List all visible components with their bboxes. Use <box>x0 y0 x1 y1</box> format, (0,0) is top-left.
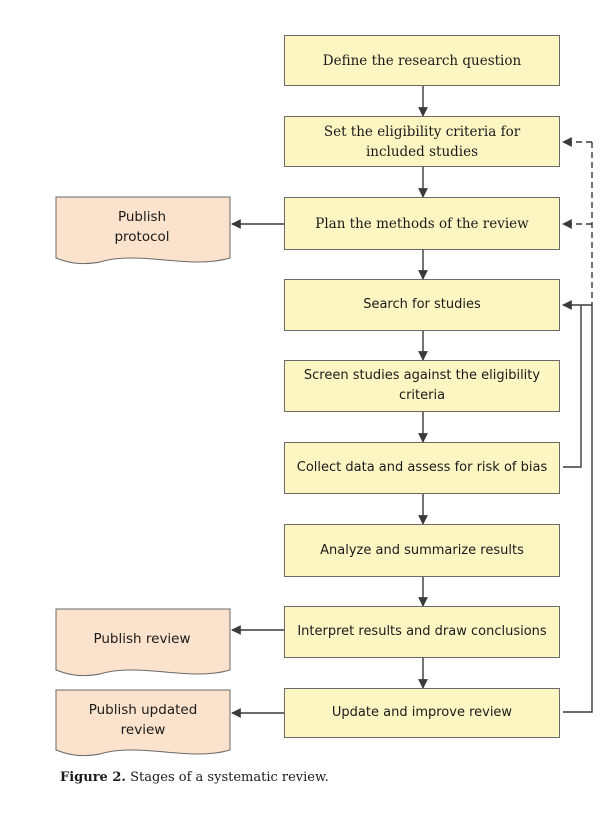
stage-interpret-results: Interpret results and draw conclusions <box>284 606 560 658</box>
figure-caption: Figure 2. Stages of a systematic review. <box>60 770 329 785</box>
figure-label: Figure 2. <box>60 770 126 785</box>
stage-collect-data: Collect data and assess for risk of bias <box>284 442 560 494</box>
stage-eligibility-criteria: Set the eligibility criteria for include… <box>284 116 560 167</box>
stage-analyze-results: Analyze and summarize results <box>284 524 560 577</box>
stage-screen-studies: Screen studies against the eligibility c… <box>284 360 560 412</box>
figure-caption-text: Stages of a systematic review. <box>125 770 329 785</box>
stage-define-question: Define the research question <box>284 35 560 86</box>
dashed-feedback-loop <box>562 137 593 305</box>
stage-search-studies: Search for studies <box>284 279 560 331</box>
publish-review-label: Publish review <box>93 631 191 647</box>
publish-protocol-shape <box>55 196 231 265</box>
publish-review-shape <box>55 608 231 677</box>
stage-plan-methods: Plan the methods of the review <box>284 197 560 250</box>
stage-update-review: Update and improve review <box>284 688 560 738</box>
solid-feedback-loops <box>562 300 593 713</box>
publish-updated-shape <box>55 689 231 757</box>
publish-updated-label: Publish updated review <box>88 702 198 738</box>
publish-protocol-label: Publish protocol <box>114 209 170 245</box>
publish-arrows <box>231 219 284 718</box>
